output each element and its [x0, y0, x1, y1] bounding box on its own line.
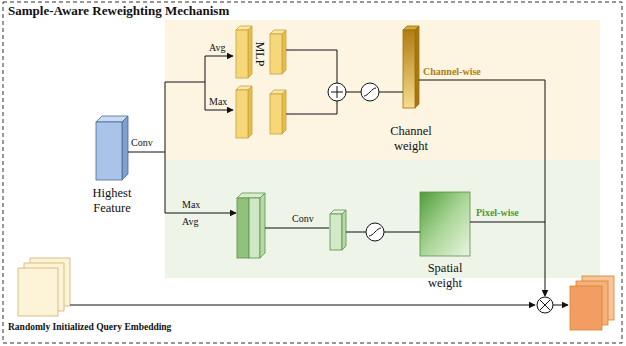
node-label: Spatial weight: [415, 261, 475, 291]
channel-bar-drawing: [403, 26, 419, 108]
weight-type-label: Pixel-wise: [476, 207, 519, 219]
pooling-label: Avg: [209, 42, 225, 54]
spatial-weight-map: Spatial weight: [420, 192, 470, 256]
mlp-max-out-wire: [286, 101, 337, 114]
node-label: Highest Feature: [84, 186, 140, 216]
sigmoid-symbol: [361, 83, 379, 101]
spatial-panel: [165, 160, 600, 278]
pooling-label: Avg: [182, 216, 198, 228]
weight-type-label: Channel-wise: [423, 66, 481, 78]
operation-label: Conv: [292, 213, 314, 225]
conv-wire: [265, 228, 329, 229]
sigmoid-in-wire: [346, 232, 366, 233]
conv-map: [330, 210, 346, 250]
channel-weight-bar: Channel weight: [403, 26, 419, 108]
operation-label: Conv: [131, 137, 153, 149]
pooling-label: Max: [182, 199, 200, 211]
pooled-maps: [237, 193, 265, 258]
multiply-symbol: [537, 297, 553, 313]
wires: [70, 80, 568, 305]
pixel-wire: [470, 222, 545, 223]
pooling-label: Max: [209, 96, 227, 108]
channel-down-wire: [545, 80, 546, 296]
spatial-branch-wire: [165, 152, 236, 213]
connector: [128, 56, 233, 152]
sigmoid-symbol: [366, 223, 384, 241]
query-stack-drawing: [18, 258, 70, 316]
channel-wire: [419, 80, 545, 81]
output-wire: [553, 305, 568, 306]
node-label: Randomly Initialized Query Embedding: [8, 322, 171, 333]
query-wire: [70, 305, 535, 306]
feature-cube-drawing: [96, 116, 128, 180]
query-embedding-stack: Randomly Initialized Query Embedding: [18, 258, 70, 316]
mlp-block: MLP: [234, 26, 286, 140]
connector: [286, 50, 403, 92]
feature-cube: Highest Feature: [96, 116, 128, 180]
spatial-weight-drawing: [420, 192, 470, 256]
add-symbol: [328, 83, 346, 101]
node-label: MLP: [252, 42, 267, 67]
output-stack-drawing: [570, 276, 614, 330]
diagram-title: Sample-Aware Reweighting Mechanism: [8, 3, 229, 18]
mlp-columns: [236, 26, 286, 138]
outer-frame: [3, 2, 622, 343]
node-label: Channel weight: [381, 124, 441, 154]
sigmoid-out-wire: [384, 232, 420, 233]
channel-panel: [165, 20, 600, 160]
max-branch-wire: [205, 82, 233, 110]
